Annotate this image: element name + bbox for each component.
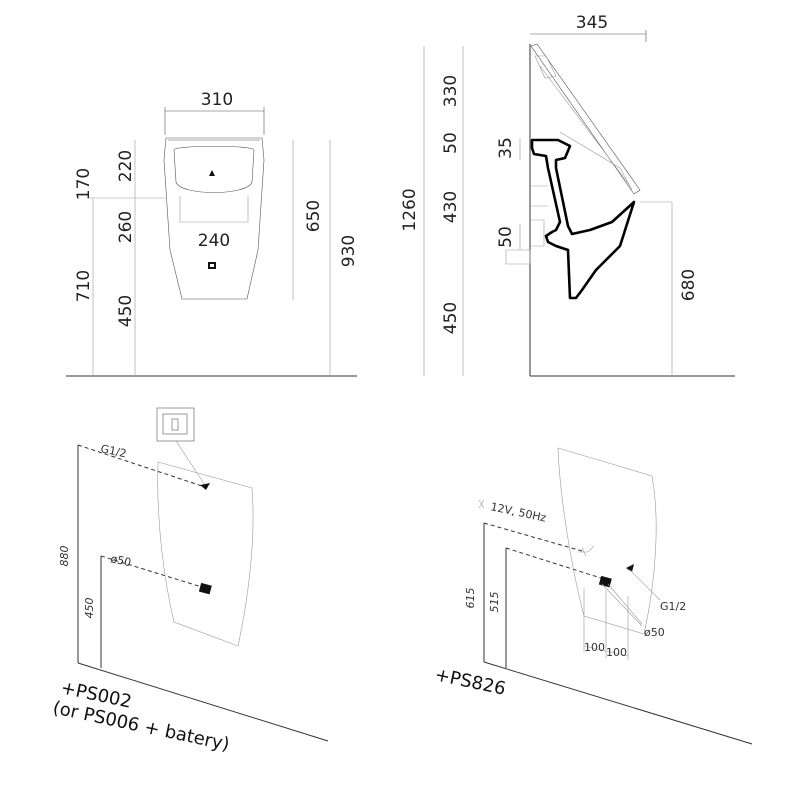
install-left: G1/2 ø50 880 450 +PS002 (or PS006 + bate…: [51, 407, 329, 755]
dim-170: 170: [74, 168, 94, 200]
dim-35: 35: [496, 137, 516, 159]
install-right: 12V, 50Hz G1/2 ø50 100 100 615 515 +PS82…: [433, 447, 753, 745]
water-inlet-icon: [200, 483, 210, 490]
front-view: 310 240 170 710 220 260 450 650 930: [66, 90, 359, 377]
urinal-section: [530, 138, 636, 300]
dim-515: 515: [488, 592, 501, 613]
inner-width-label: 240: [198, 231, 230, 251]
dim-430: 430: [441, 191, 461, 223]
dim-710: 710: [74, 270, 94, 302]
dim-450: 450: [116, 295, 136, 327]
dim-50-top: 50: [441, 132, 461, 154]
width-label: 310: [201, 90, 233, 110]
dim-260: 260: [116, 211, 136, 243]
dim-330: 330: [441, 75, 461, 107]
dim-930: 930: [339, 235, 359, 267]
dim-450: 450: [441, 302, 461, 334]
urinal-outline: [157, 461, 254, 647]
dim-680: 680: [679, 269, 699, 301]
water-inlet-icon: [209, 170, 215, 176]
urinal-outline: [557, 447, 657, 635]
dim-615: 615: [464, 588, 477, 609]
waste-outlet-icon: [198, 582, 212, 595]
urinal-bowl: [173, 145, 255, 193]
waste-label: ø50: [109, 552, 132, 569]
waste-label: ø50: [644, 626, 665, 639]
waste-outlet-icon: [598, 575, 612, 588]
dim-450: 450: [83, 598, 96, 619]
product-line1: +PS826: [433, 664, 508, 699]
water-label: G1/2: [660, 600, 686, 613]
dim-220: 220: [116, 150, 136, 182]
water-inlet-icon: [626, 564, 634, 572]
product-line2: (or PS006 + batery): [51, 697, 231, 755]
depth-label: 345: [576, 13, 608, 33]
dim-100-b: 100: [606, 646, 627, 659]
lid-outline: [530, 43, 641, 195]
dim-880: 880: [58, 546, 71, 567]
urinal-front-outline: [163, 137, 265, 300]
dim-1260: 1260: [400, 188, 420, 231]
water-label: G1/2: [99, 442, 127, 460]
dim-650: 650: [304, 200, 324, 232]
dim-50-mid: 50: [496, 226, 516, 248]
side-view: 345 1260 330 50 430 450 35 50 680: [400, 13, 735, 377]
flush-panel: [156, 407, 195, 442]
dim-100-a: 100: [584, 641, 605, 654]
power-label: 12V, 50Hz: [489, 500, 547, 525]
power-connector-icon: [578, 545, 595, 557]
